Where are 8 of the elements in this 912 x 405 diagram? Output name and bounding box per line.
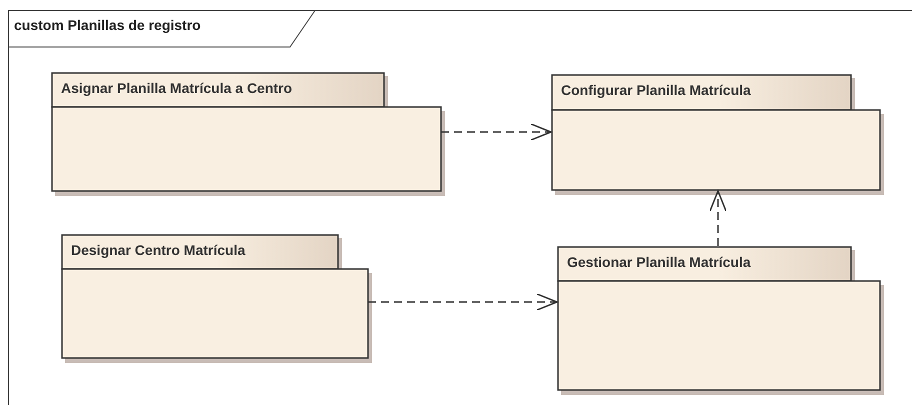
dependency-arrow <box>368 293 558 311</box>
dependency-arrow <box>441 123 552 141</box>
package-name: Gestionar Planilla Matrícula <box>567 254 751 270</box>
frame-title: custom Planillas de registro <box>14 17 201 33</box>
package-name: Configurar Planilla Matrícula <box>561 82 751 98</box>
package-name: Asignar Planilla Matrícula a Centro <box>61 80 292 96</box>
package-name: Designar Centro Matrícula <box>71 242 246 258</box>
dependency-arrow <box>709 190 727 246</box>
